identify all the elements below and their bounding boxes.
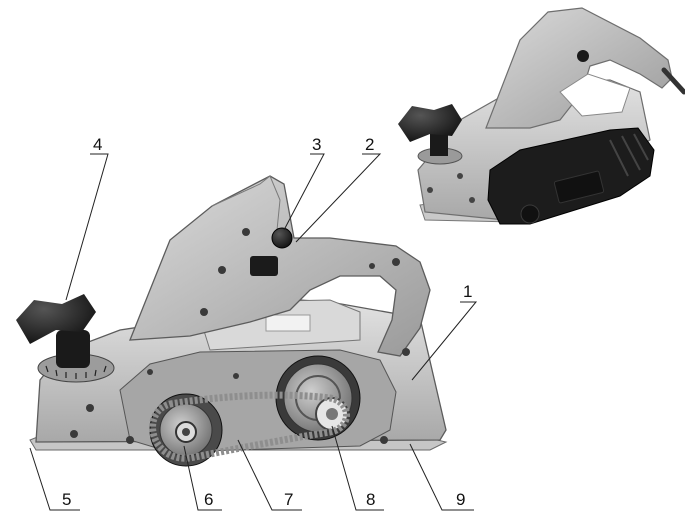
- leader-line-2: [295, 153, 382, 243]
- housing-screw: [70, 430, 78, 438]
- small-lock-button: [577, 50, 589, 62]
- small-cover-label: [553, 170, 605, 204]
- leader-line-5: [29, 447, 80, 511]
- planer-open-view: [16, 175, 448, 467]
- drive-pulley-hub: [326, 408, 338, 420]
- leader-line-1: [411, 301, 478, 381]
- small-depth-knob: [398, 104, 462, 142]
- small-screw: [427, 187, 433, 193]
- housing-screw: [147, 369, 153, 375]
- small-screw: [469, 197, 475, 203]
- leader-line-9: [409, 443, 474, 511]
- housing-screw: [126, 436, 134, 444]
- leader-line-6: [183, 445, 222, 511]
- depth-scale-ticks: [45, 365, 107, 379]
- leader-line-3: [283, 153, 325, 231]
- callout-6: 6: [204, 490, 213, 509]
- leader-line-7: [237, 439, 302, 511]
- small-handle-opening: [559, 73, 631, 117]
- callout-4: 4: [93, 135, 102, 154]
- handle-screw: [200, 308, 208, 316]
- lock-off-button: [271, 227, 293, 249]
- handle-screw: [242, 228, 250, 236]
- handle-screw: [402, 348, 410, 356]
- small-cord: [661, 67, 685, 95]
- callout-9: 9: [456, 490, 465, 509]
- handle-screw: [369, 263, 375, 269]
- motor-label: [265, 314, 311, 332]
- callout-7: 7: [284, 490, 293, 509]
- leader-line-4: [65, 153, 109, 301]
- small-cover-ribs: [609, 133, 649, 177]
- small-cover-screw: [520, 204, 540, 224]
- small-handle: [485, 7, 673, 129]
- depth-adjust-knob: [16, 294, 96, 344]
- small-belt-cover: [487, 127, 655, 225]
- planer-closed-view: [398, 7, 685, 225]
- housing-screw: [233, 373, 239, 379]
- handle-screw: [392, 258, 400, 266]
- callout-3: 3: [312, 135, 321, 154]
- depth-knob-stem: [56, 330, 90, 368]
- drive-belt: [149, 391, 350, 462]
- handle-ridge: [211, 175, 281, 241]
- callout-labels: 1 2 3 4 5 6 7 8 9: [62, 135, 472, 509]
- callout-2: 2: [365, 135, 374, 154]
- small-screw: [457, 173, 463, 179]
- housing-screw: [380, 436, 388, 444]
- housing-screw: [86, 404, 94, 412]
- callout-5: 5: [62, 490, 71, 509]
- handle-screw: [218, 266, 226, 274]
- leader-line-8: [331, 425, 384, 511]
- drum-pulley-center: [182, 428, 190, 436]
- callout-1: 1: [463, 282, 472, 301]
- leader-lines: [29, 153, 478, 511]
- callout-8: 8: [366, 490, 375, 509]
- on-off-switch: [250, 256, 278, 276]
